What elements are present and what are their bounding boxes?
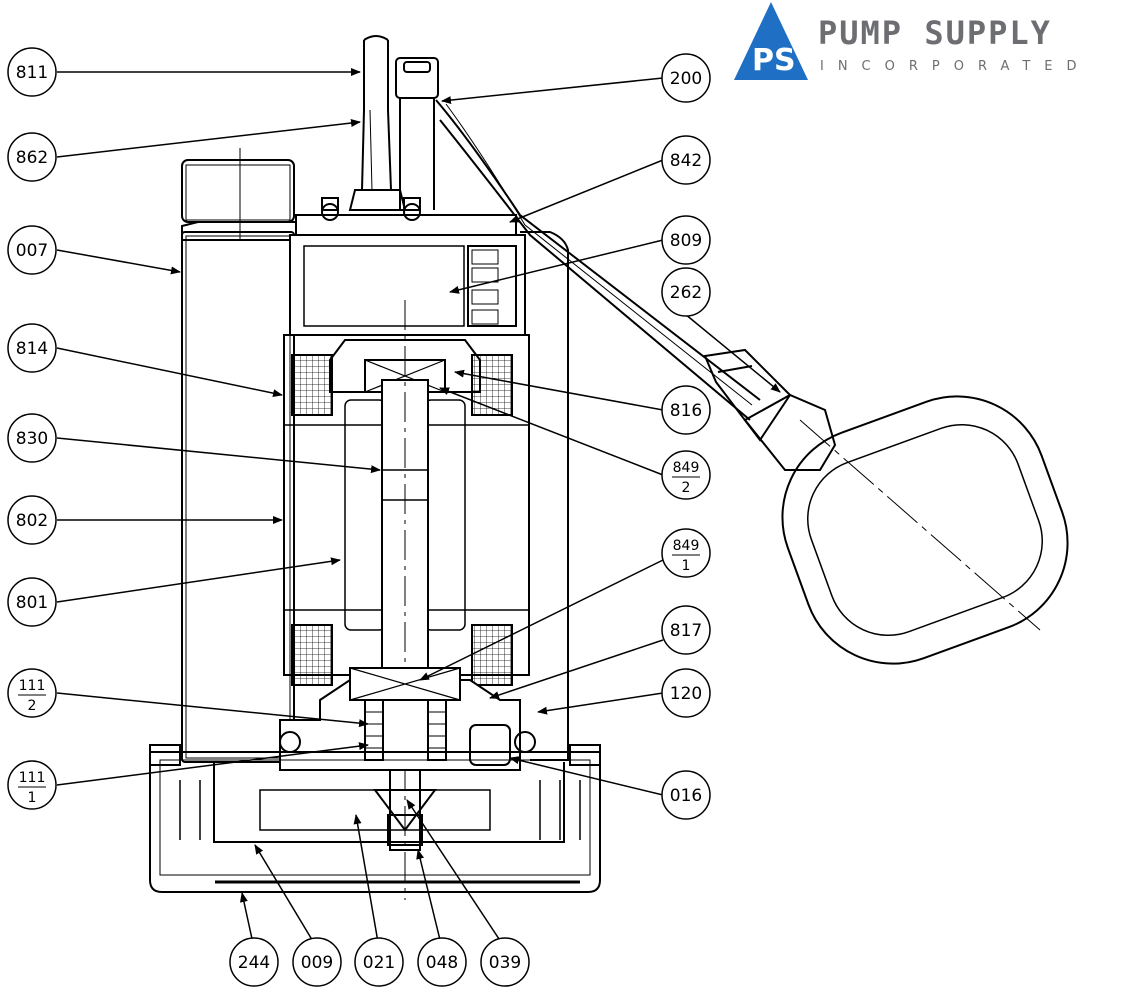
- callout-200: 200: [661, 53, 711, 103]
- callout-811: 811: [7, 47, 57, 97]
- callout-809: 809: [661, 215, 711, 265]
- leader-lines: [56, 68, 781, 949]
- terminal-box: [289, 234, 526, 336]
- callout-label: 007: [16, 241, 48, 261]
- float-cable-plug: [395, 57, 439, 210]
- company-logo: PS PUMP SUPPLY INCORPORATED: [734, 2, 1091, 80]
- callout-label: 802: [16, 511, 48, 531]
- callout-label-top: 111: [19, 678, 46, 694]
- callout-label: 862: [16, 148, 48, 168]
- logo-triangle-icon: PS: [734, 2, 808, 80]
- logo-monogram: PS: [752, 43, 796, 78]
- callout-label-bottom: 1: [682, 558, 691, 574]
- callout-label: 814: [16, 339, 48, 359]
- pump-base: [149, 744, 601, 893]
- callout-120: 120: [661, 668, 711, 718]
- brand-name: PUMP SUPPLY: [818, 14, 1052, 52]
- callout-label: 039: [489, 953, 521, 973]
- callout-262: 262: [661, 267, 711, 317]
- callout-label-top: 111: [19, 770, 46, 786]
- callout-label: 048: [426, 953, 458, 973]
- motor-casing: [181, 221, 297, 763]
- callout-830: 830: [7, 413, 57, 463]
- callout-label: 009: [301, 953, 333, 973]
- callout-label-top: 849: [673, 538, 700, 554]
- callout-label: 120: [670, 684, 702, 704]
- callout-label: 021: [363, 953, 395, 973]
- callout-label: 244: [238, 953, 270, 973]
- callout-048: 048: [417, 937, 467, 987]
- callout-021: 021: [354, 937, 404, 987]
- callout-label: 809: [670, 231, 702, 251]
- callout-802: 802: [7, 495, 57, 545]
- callout-849-2: 849 2: [661, 450, 711, 500]
- callout-244: 244: [229, 937, 279, 987]
- bearing-housing: [279, 667, 536, 771]
- callout-label-top: 849: [673, 460, 700, 476]
- callout-817: 817: [661, 605, 711, 655]
- callout-label-bottom: 1: [28, 790, 37, 806]
- callout-007: 007: [7, 225, 57, 275]
- callout-009: 009: [292, 937, 342, 987]
- callout-label: 262: [670, 283, 702, 303]
- pump-drawing: [149, 35, 1069, 900]
- brand-tagline: INCORPORATED: [820, 59, 1091, 74]
- callouts: 811 862 007 814 830 802 801 111 2 111 1 …: [7, 47, 711, 987]
- callout-label: 816: [670, 401, 702, 421]
- callout-label: 830: [16, 429, 48, 449]
- callout-039: 039: [480, 937, 530, 987]
- callout-862: 862: [7, 132, 57, 182]
- callout-814: 814: [7, 323, 57, 373]
- callout-label: 801: [16, 593, 48, 613]
- callout-816: 816: [661, 385, 711, 435]
- callout-label: 817: [670, 621, 702, 641]
- callout-label: 016: [670, 786, 702, 806]
- handle: [181, 148, 295, 240]
- callout-849-1: 849 1: [661, 528, 711, 578]
- callout-801: 801: [7, 577, 57, 627]
- callout-label-bottom: 2: [682, 480, 691, 496]
- callout-111-1: 111 1: [7, 760, 57, 810]
- callout-label: 842: [670, 151, 702, 171]
- callout-label: 200: [670, 69, 702, 89]
- callout-label-bottom: 2: [28, 698, 37, 714]
- callout-016: 016: [661, 770, 711, 820]
- callout-label: 811: [16, 63, 48, 83]
- float-switch: [703, 348, 1069, 665]
- callout-111-2: 111 2: [7, 668, 57, 718]
- callout-842: 842: [661, 135, 711, 185]
